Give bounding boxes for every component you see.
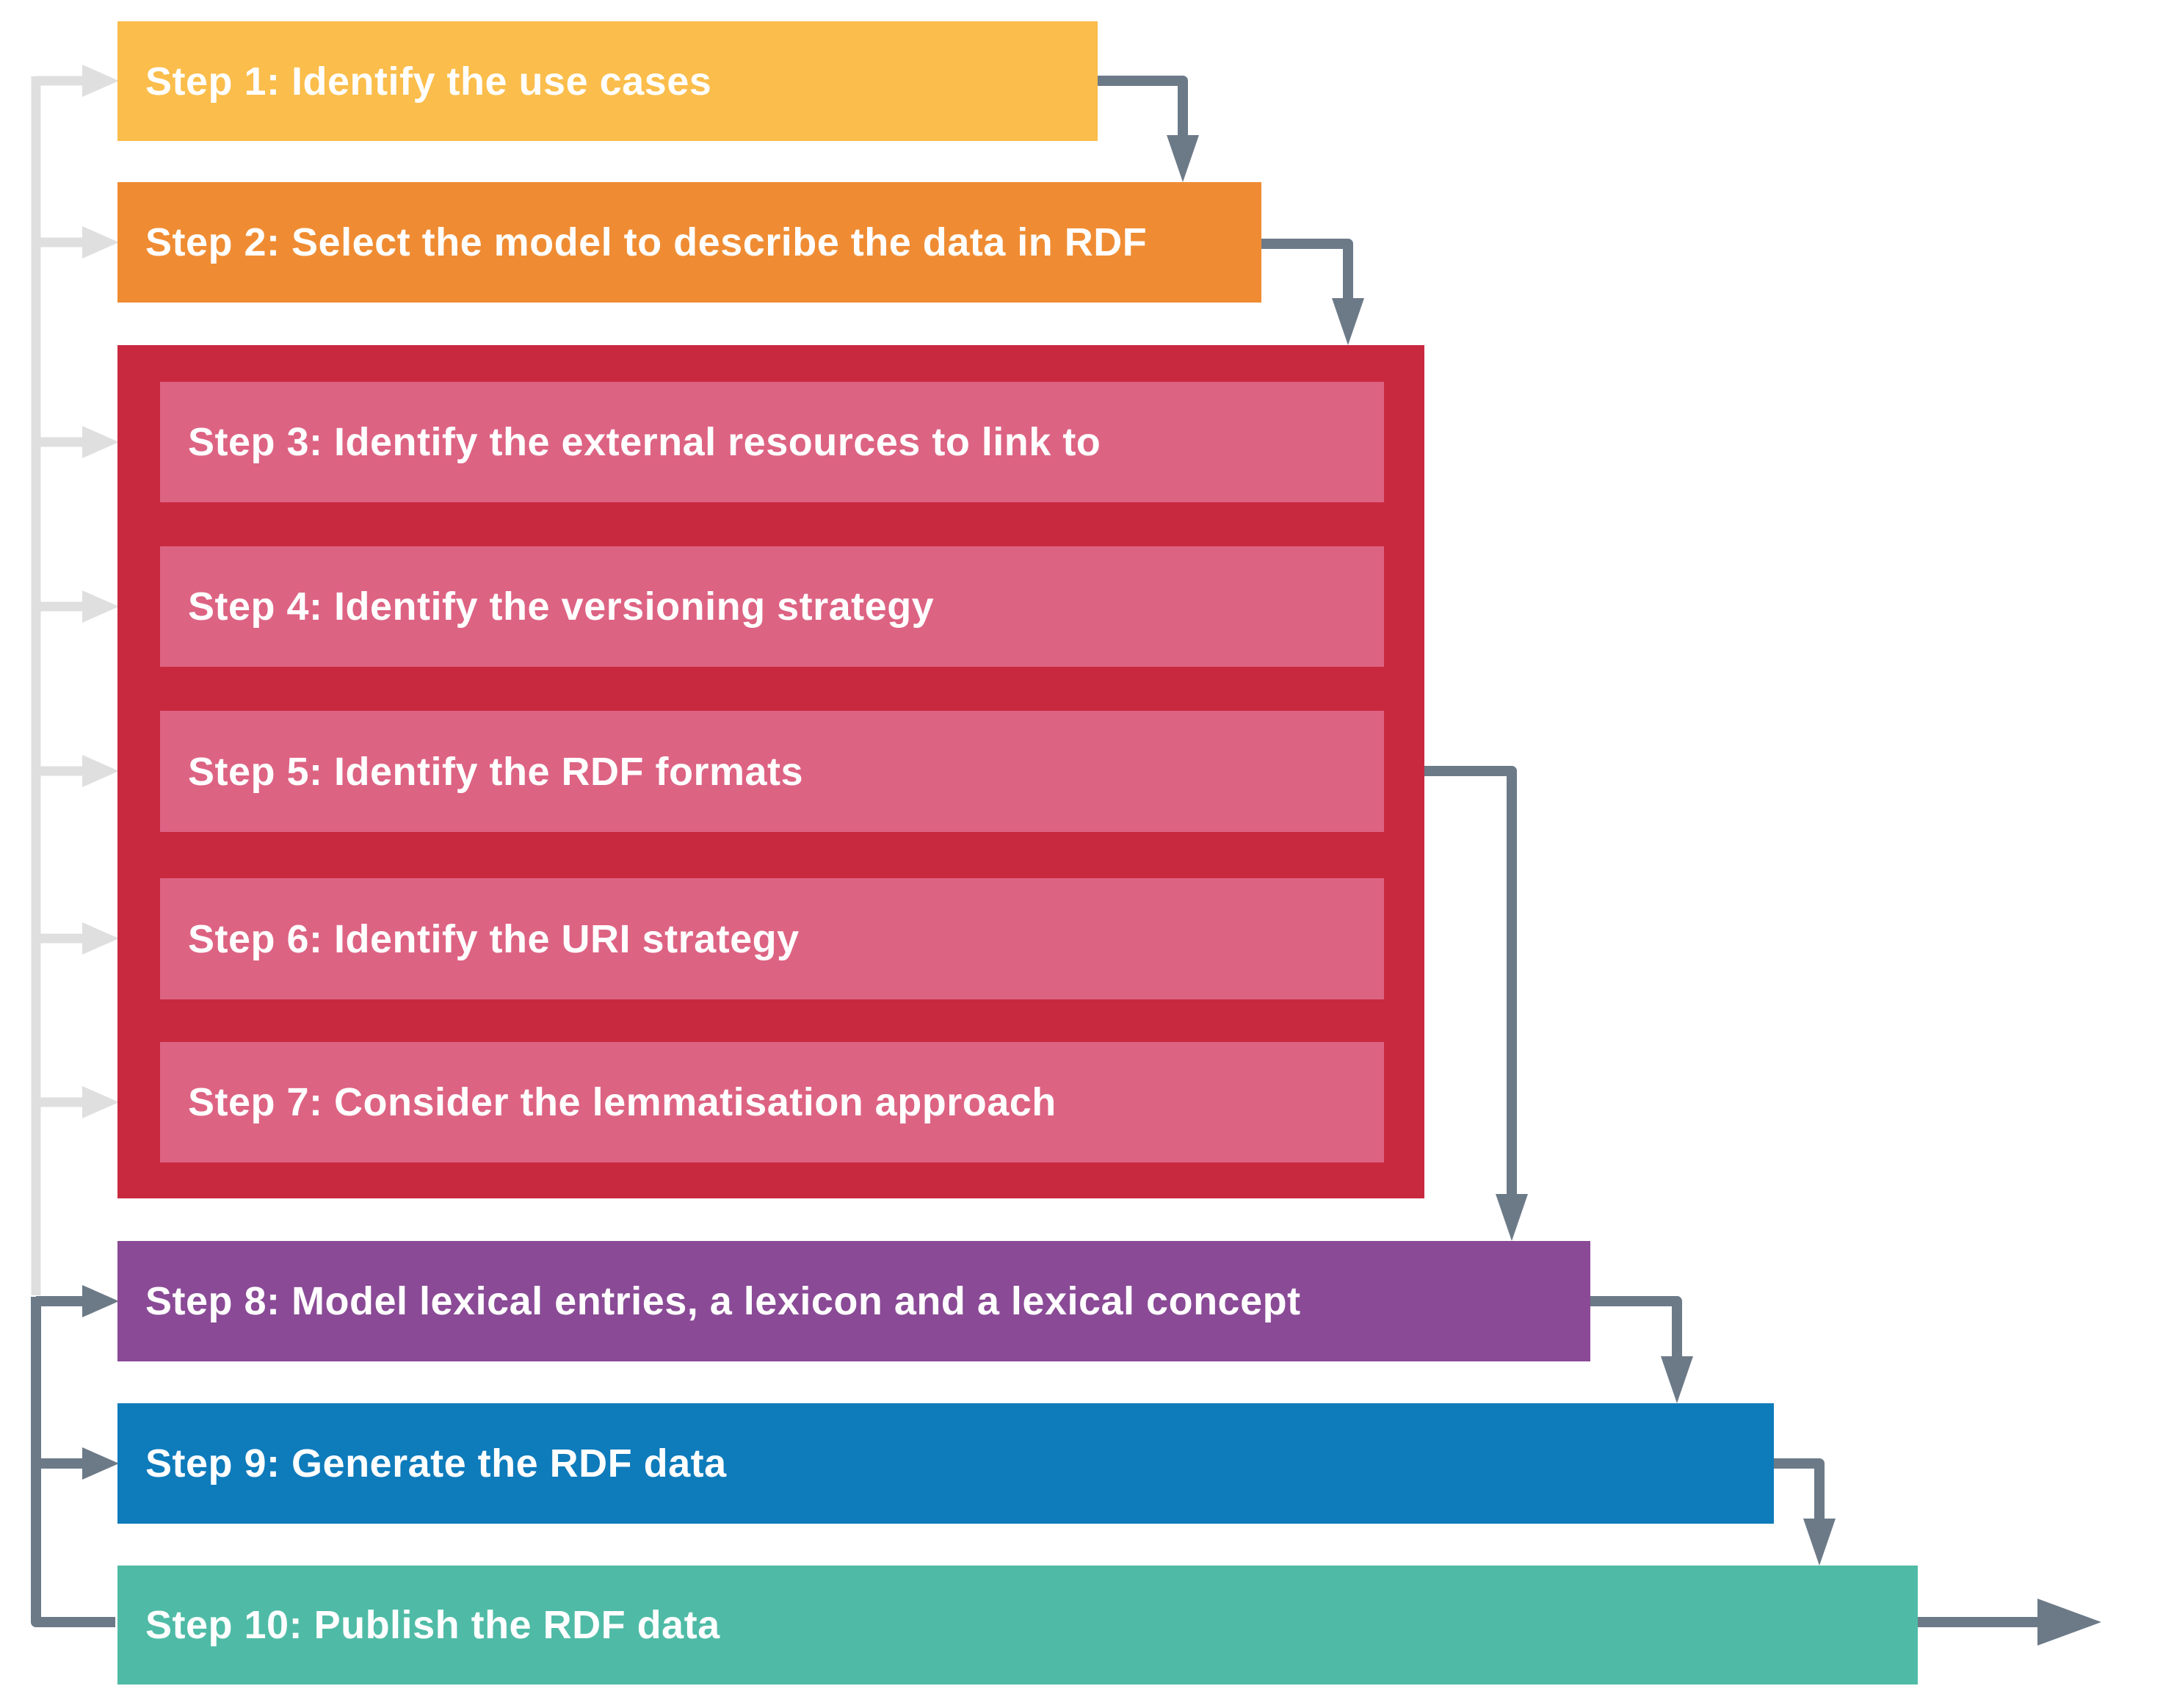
step-3-box: Step 3: Identify the external resources … bbox=[160, 382, 1384, 502]
flow-arrow-step2-group bbox=[1261, 239, 1364, 345]
flow-arrow-group-step8 bbox=[1424, 766, 1528, 1241]
step-9-label: Step 9: Generate the RDF data bbox=[145, 1441, 727, 1486]
step-10-label: Step 10: Publish the RDF data bbox=[145, 1603, 720, 1647]
step-8-box: Step 8: Model lexical entries, a lexicon… bbox=[117, 1241, 1590, 1361]
step-2-box: Step 2: Select the model to describe the… bbox=[117, 182, 1261, 303]
step-5-box: Step 5: Identify the RDF formats bbox=[160, 711, 1384, 832]
elbow-connector bbox=[1098, 76, 1188, 140]
arrow-down-icon bbox=[1332, 298, 1364, 345]
arrow-right-icon bbox=[82, 65, 119, 97]
step-9-box: Step 9: Generate the RDF data bbox=[117, 1403, 1774, 1524]
arrow-right-icon bbox=[2037, 1599, 2101, 1646]
step-8-label: Step 8: Model lexical entries, a lexicon… bbox=[145, 1279, 1301, 1323]
arrow-down-icon bbox=[1803, 1519, 1836, 1566]
arrow-right-icon bbox=[82, 426, 119, 458]
flow-arrow-step9-step10 bbox=[1774, 1458, 1836, 1566]
elbow-connector bbox=[1590, 1296, 1682, 1359]
elbow-connector bbox=[1424, 766, 1517, 1197]
arrow-right-icon bbox=[82, 1086, 119, 1118]
step-7-box: Step 7: Consider the lemmatisation appro… bbox=[160, 1042, 1384, 1162]
arrow-right-icon bbox=[82, 755, 119, 787]
step-5-label: Step 5: Identify the RDF formats bbox=[188, 749, 804, 794]
feedback-light-group bbox=[31, 65, 119, 1295]
step-2-label: Step 2: Select the model to describe the… bbox=[145, 220, 1148, 264]
feedback-dark-group bbox=[31, 1285, 119, 1627]
arrow-right-icon bbox=[82, 226, 119, 258]
flow-arrow-step8-step9 bbox=[1590, 1296, 1693, 1403]
elbow-connector bbox=[1261, 239, 1353, 301]
arrow-right-icon bbox=[82, 1285, 119, 1317]
step-6-box: Step 6: Identify the URI strategy bbox=[160, 878, 1384, 999]
flow-arrow-step10-exit bbox=[1918, 1599, 2101, 1646]
step-4-box: Step 4: Identify the versioning strategy bbox=[160, 546, 1384, 667]
step-4-label: Step 4: Identify the versioning strategy bbox=[188, 585, 935, 629]
arrow-right-icon bbox=[82, 1447, 119, 1480]
arrow-right-icon bbox=[82, 922, 119, 955]
arrow-down-icon bbox=[1496, 1194, 1528, 1241]
arrow-down-icon bbox=[1167, 135, 1199, 182]
step-7-label: Step 7: Consider the lemmatisation appro… bbox=[188, 1080, 1057, 1124]
arrow-right-icon bbox=[82, 590, 119, 623]
step-1-box: Step 1: Identify the use cases bbox=[117, 21, 1098, 141]
elbow-connector bbox=[1774, 1458, 1825, 1521]
flow-arrow-step1-step2 bbox=[1098, 76, 1199, 182]
step-10-box: Step 10: Publish the RDF data bbox=[117, 1566, 1918, 1685]
step-1-label: Step 1: Identify the use cases bbox=[145, 59, 712, 104]
step-3-label: Step 3: Identify the external resources … bbox=[188, 420, 1101, 464]
feedback-line-dark bbox=[31, 1297, 115, 1627]
arrow-down-icon bbox=[1661, 1356, 1693, 1403]
step-6-label: Step 6: Identify the URI strategy bbox=[188, 916, 800, 961]
